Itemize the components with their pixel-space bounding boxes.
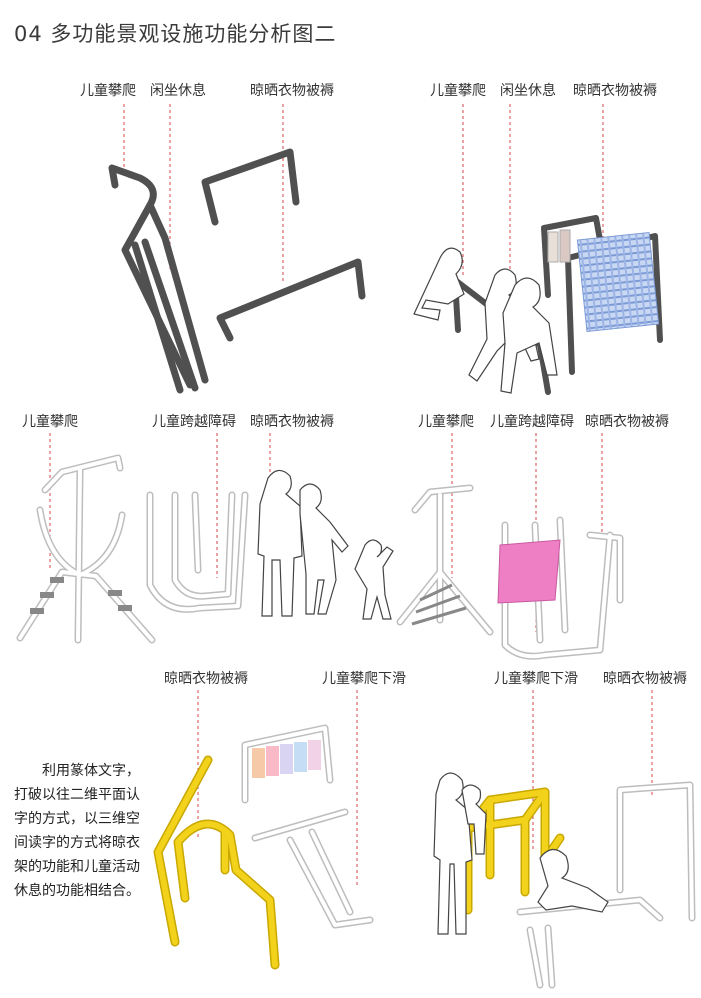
label-obstacle-3: 儿童跨越障碍 bbox=[152, 414, 236, 430]
panel6-people-silhouettes bbox=[433, 772, 609, 935]
panel4-pink-cloth bbox=[497, 539, 561, 604]
label-child-climb-4: 儿童攀爬 bbox=[418, 414, 474, 430]
label-climb-slide-6: 儿童攀爬下滑 bbox=[494, 671, 578, 687]
panel3-people-silhouettes bbox=[257, 469, 394, 620]
leader-lines bbox=[49, 104, 653, 885]
label-dry-clothes-3: 晾晒衣物被褥 bbox=[250, 414, 334, 430]
page-title: 04 多功能景观设施功能分析图二 bbox=[14, 22, 337, 46]
description-text: 利用篆体文字， 打破以往二维平面认 字的方式，以三维空 间读字的方式将晾衣 架的… bbox=[14, 763, 140, 899]
label-sit-rest-2: 闲坐休息 bbox=[500, 83, 556, 99]
label-dry-clothes-6: 晾晒衣物被褥 bbox=[603, 671, 687, 687]
label-child-climb-2: 儿童攀爬 bbox=[430, 83, 486, 99]
label-child-climb-3: 儿童攀爬 bbox=[22, 414, 78, 430]
label-dry-clothes-1: 晾晒衣物被褥 bbox=[250, 83, 334, 99]
label-dry-clothes-2: 晾晒衣物被褥 bbox=[573, 83, 657, 99]
panel5-hanging-clothes bbox=[252, 740, 321, 778]
panel1-dark-structure bbox=[108, 148, 366, 394]
label-child-climb-1: 儿童攀爬 bbox=[80, 83, 136, 99]
label-obstacle-4: 儿童跨越障碍 bbox=[490, 414, 574, 430]
panel4-ladder bbox=[411, 583, 467, 626]
label-climb-slide-5: 儿童攀爬下滑 bbox=[322, 671, 406, 687]
panel3-ladder-rungs bbox=[30, 577, 132, 614]
label-sit-rest-1: 闲坐休息 bbox=[150, 83, 206, 99]
label-dry-clothes-5: 晾晒衣物被褥 bbox=[164, 671, 248, 687]
label-dry-clothes-4: 晾晒衣物被褥 bbox=[585, 414, 669, 430]
panel2-scene bbox=[413, 215, 663, 395]
